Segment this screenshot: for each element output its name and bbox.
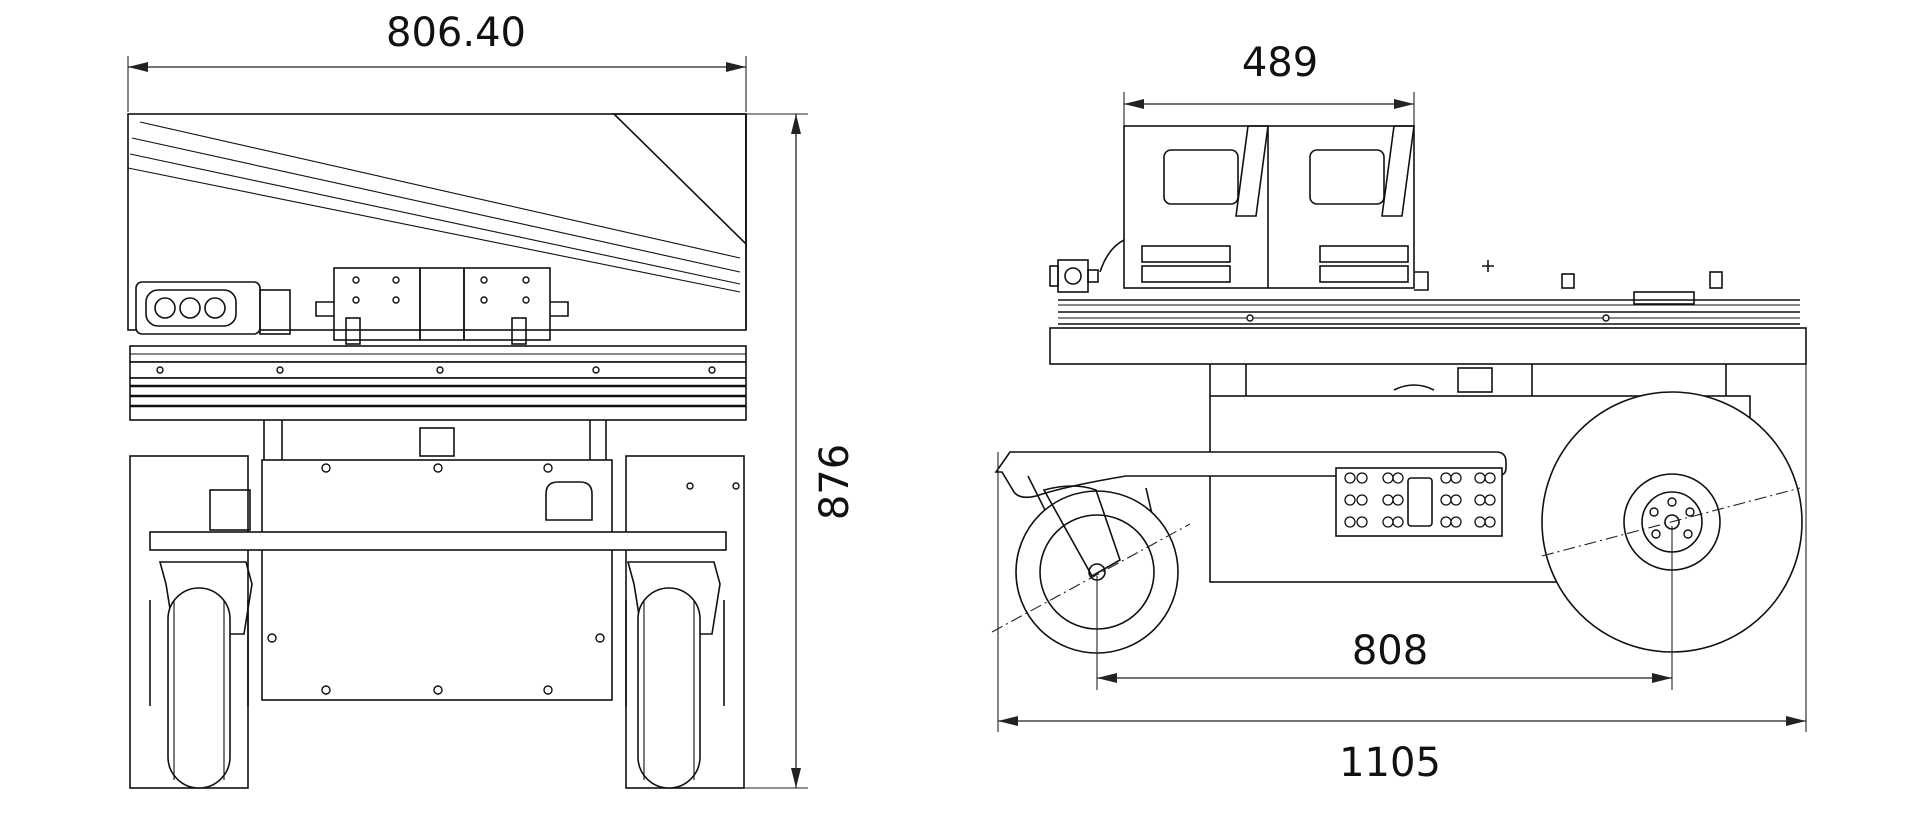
front-left-wheel xyxy=(149,561,253,789)
front-right-wheel xyxy=(625,561,725,789)
side-deck xyxy=(1049,299,1807,365)
side-top-unit xyxy=(1099,125,1429,291)
side-view xyxy=(991,125,1807,654)
dim-overall-length: 1105 xyxy=(997,364,1807,786)
dim-front-height-label: 876 xyxy=(812,444,858,520)
side-front-wheel xyxy=(991,485,1191,654)
front-chassis-box xyxy=(261,420,613,701)
dim-wheelbase-label: 808 xyxy=(1352,628,1428,674)
dim-front-height: 876 xyxy=(744,113,858,789)
dim-front-width: 806.40 xyxy=(127,10,747,112)
side-deck-brackets xyxy=(1482,260,1723,305)
side-valve xyxy=(1049,259,1099,293)
front-deck-rails xyxy=(129,345,747,421)
front-brackets xyxy=(315,267,569,345)
dim-top-unit-width: 489 xyxy=(1123,40,1415,126)
front-view xyxy=(127,113,747,789)
dim-front-width-label: 806.40 xyxy=(386,10,526,56)
front-cross-plate xyxy=(149,531,727,551)
front-control-pod xyxy=(135,281,291,335)
dim-top-unit-width-label: 489 xyxy=(1242,40,1318,86)
front-hopper xyxy=(127,113,747,331)
dim-wheelbase: 808 xyxy=(1096,526,1673,690)
dim-overall-length-label: 1105 xyxy=(1339,740,1441,786)
side-bolt-plate xyxy=(1335,467,1503,537)
